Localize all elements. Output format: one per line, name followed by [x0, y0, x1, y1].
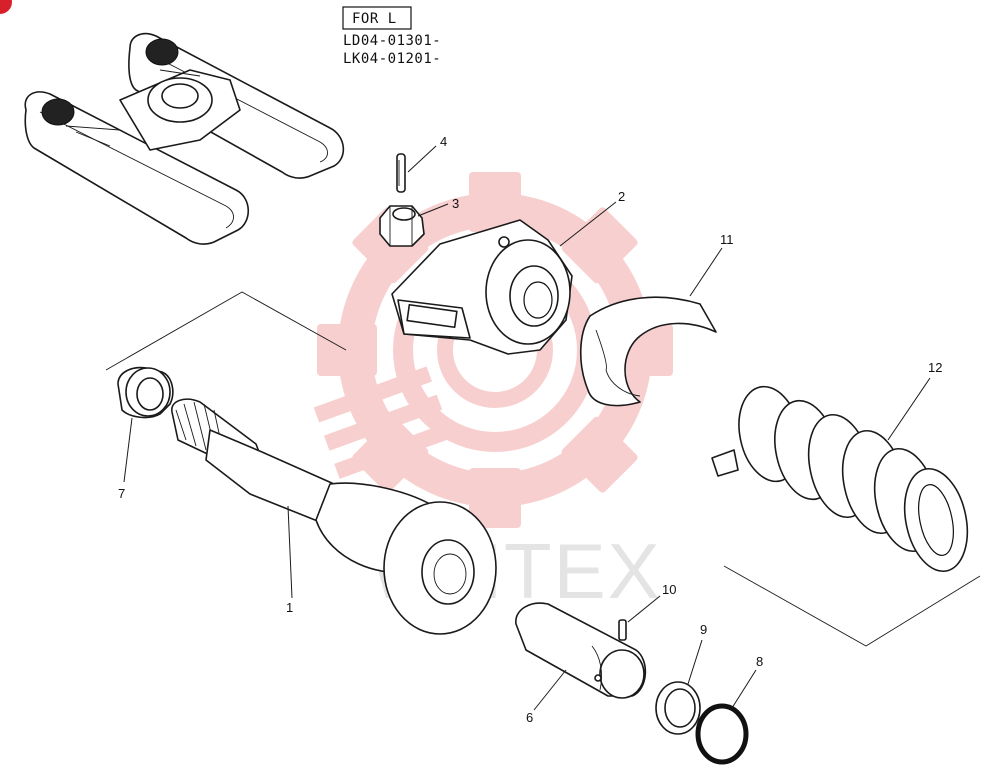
serial-number-1: LD04-01301-: [343, 33, 441, 49]
part-label-2: 2: [618, 189, 625, 204]
assembly-outline: [105, 291, 981, 647]
for-l-box: [342, 6, 412, 30]
part-label-8: 8: [756, 654, 763, 669]
serial-number-2: LK04-01201-: [343, 51, 441, 67]
undercarriage-thumbnail: [24, 32, 345, 245]
part-label-6: 6: [526, 710, 533, 725]
part-2-yoke: [391, 219, 573, 355]
part-label-4: 4: [440, 134, 447, 149]
part-4-pin: [396, 153, 406, 193]
part-12-coil-spring: [711, 385, 969, 573]
part-11-curved-plate: [579, 296, 717, 407]
part-3-nut: [379, 205, 425, 247]
part-10-small-pin: [618, 619, 627, 641]
part-6-pin: [515, 602, 647, 699]
part-label-10: 10: [662, 582, 676, 597]
part-label-1: 1: [286, 600, 293, 615]
part-label-11: 11: [720, 232, 734, 247]
part-label-7: 7: [118, 486, 125, 501]
part-1-threaded-rod: [171, 398, 497, 635]
for-l-label: FOR L: [352, 11, 397, 27]
corner-marker-icon: [0, 0, 12, 14]
part-label-12: 12: [928, 360, 942, 375]
part-label-3: 3: [452, 196, 459, 211]
part-label-9: 9: [700, 622, 707, 637]
part-9-ring: [655, 681, 701, 735]
part-8-o-ring: [695, 703, 749, 765]
part-7-bushing: [117, 366, 174, 419]
